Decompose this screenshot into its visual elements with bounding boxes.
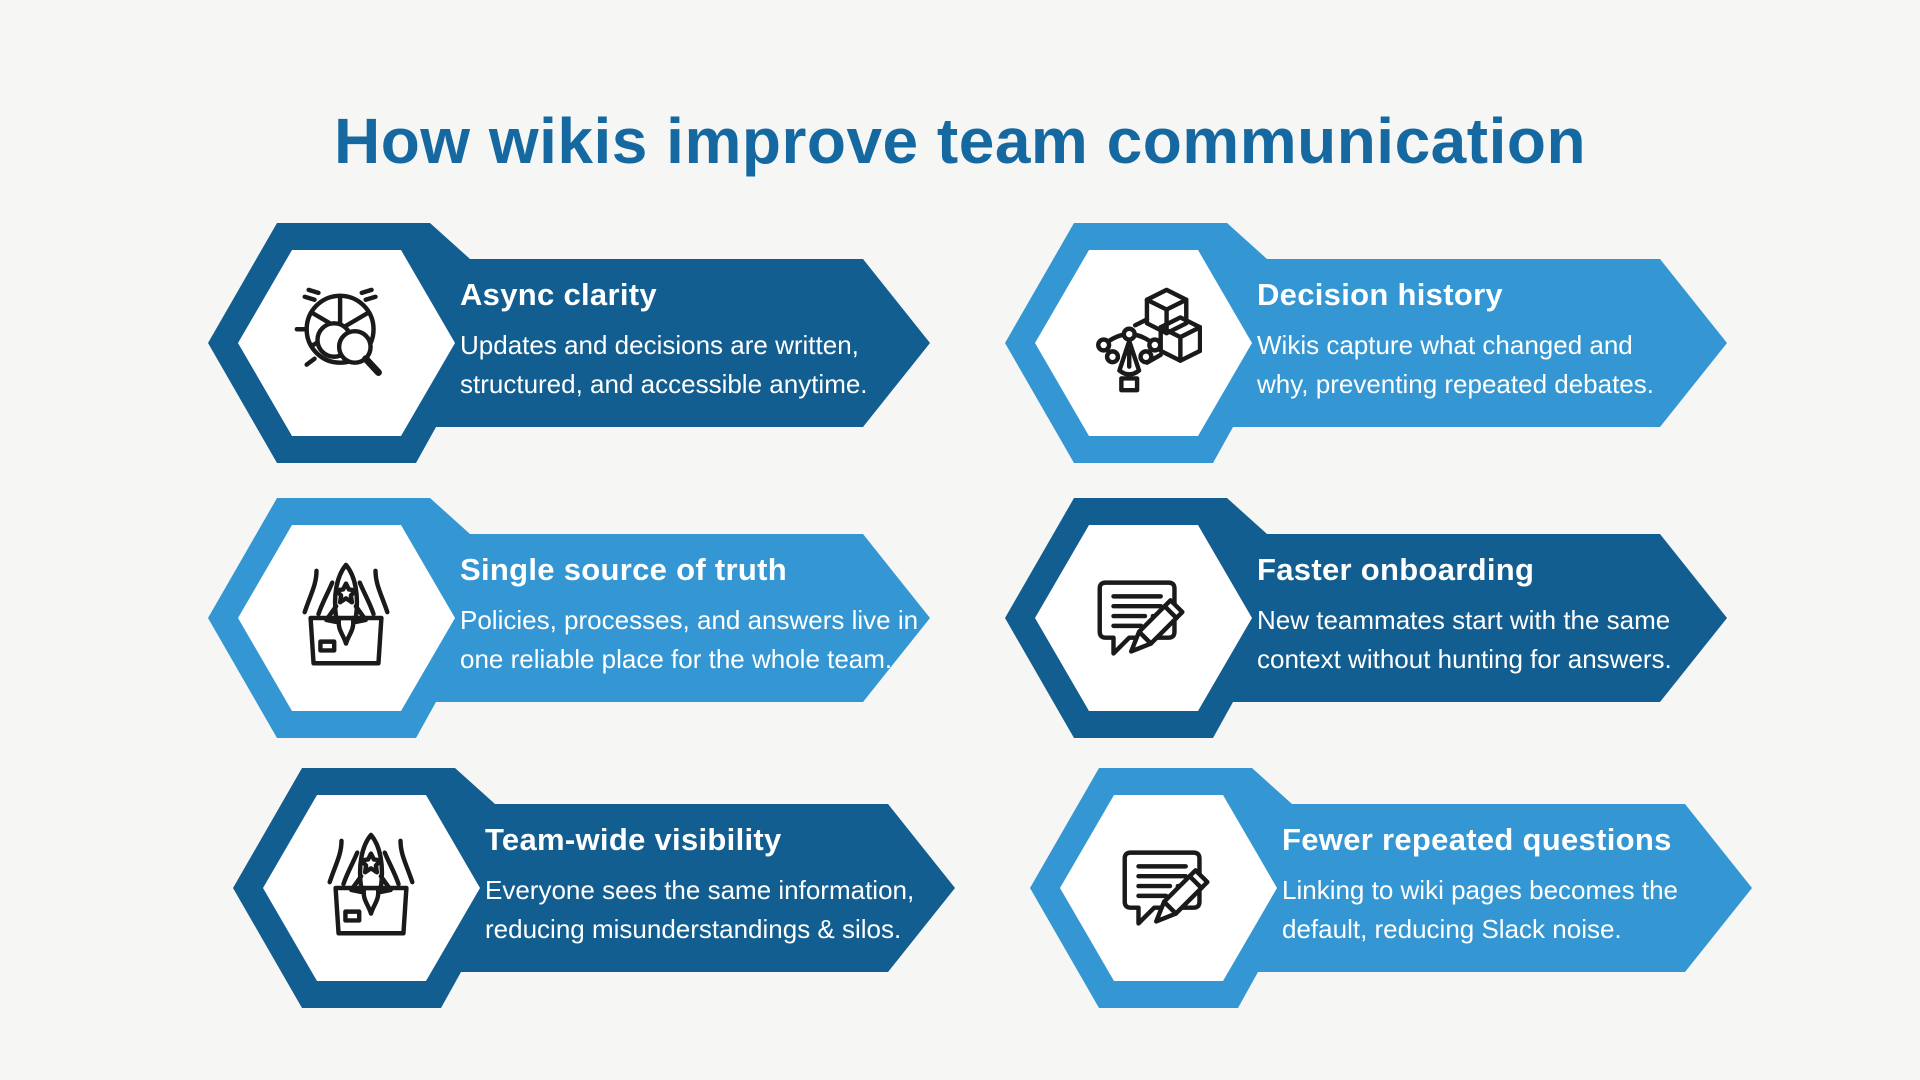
hex-arrow-banner-shape <box>1005 223 1727 463</box>
card-faster-onboarding: Faster onboarding New teammates start wi… <box>1005 498 1765 738</box>
pen-tool-cubes-icon <box>1077 277 1209 409</box>
card-fewer-repeated-questions: Fewer repeated questions Linking to wiki… <box>1030 768 1790 1008</box>
card-title: Faster onboarding <box>1257 552 1535 587</box>
rocket-box-icon <box>305 822 437 954</box>
card-description-line: context without hunting for answers. <box>1257 644 1672 674</box>
chat-pencil-icon <box>1077 552 1209 684</box>
card-single-source-of-truth: Single source of truth Policies, process… <box>208 498 968 738</box>
card-description-line: reducing misunderstandings & silos. <box>485 914 902 944</box>
card-description-line: Wikis capture what changed and <box>1257 330 1633 360</box>
page-title: How wikis improve team communication <box>333 105 1587 177</box>
card-title: Decision history <box>1257 277 1503 312</box>
card-description-line: Updates and decisions are written, <box>460 330 859 360</box>
card-description-line: one reliable place for the whole team. <box>460 644 893 674</box>
chat-pencil-icon <box>1102 822 1234 954</box>
card-description-line: Policies, processes, and answers live in <box>460 605 919 635</box>
card-decision-history: Decision history Wikis capture what chan… <box>1005 223 1765 463</box>
card-description-line: New teammates start with the same <box>1257 605 1671 635</box>
hex-arrow-banner-shape <box>208 498 930 738</box>
card-description-line: Everyone sees the same information, <box>485 875 915 905</box>
card-title: Team-wide visibility <box>485 822 782 857</box>
card-team-wide-visibility: Team-wide visibility Everyone sees the s… <box>233 768 993 1008</box>
rocket-box-icon <box>280 552 412 684</box>
card-title: Single source of truth <box>460 552 787 587</box>
card-description-line: why, preventing repeated debates. <box>1257 369 1655 399</box>
card-description-line: default, reducing Slack noise. <box>1282 914 1622 944</box>
card-async-clarity: Async clarity Updates and decisions are … <box>208 223 968 463</box>
card-description-line: structured, and accessible anytime. <box>460 369 868 399</box>
card-title: Async clarity <box>460 277 657 312</box>
chart-magnifier-icon <box>280 277 412 409</box>
card-description-line: Linking to wiki pages becomes the <box>1282 875 1679 905</box>
card-title: Fewer repeated questions <box>1282 822 1672 857</box>
